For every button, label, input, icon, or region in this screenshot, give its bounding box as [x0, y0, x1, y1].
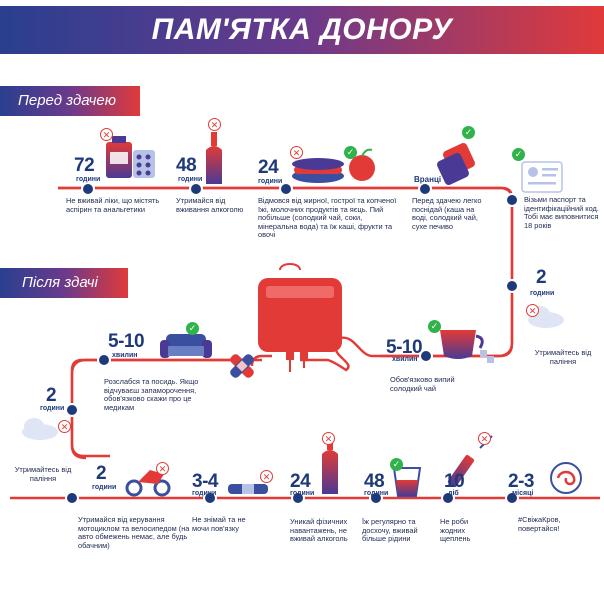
cross-icon: ✕ — [260, 470, 273, 483]
step-number: 48 — [364, 471, 385, 492]
check-icon: ✓ — [462, 126, 475, 139]
check-icon: ✓ — [512, 148, 525, 161]
glass-icon — [392, 467, 422, 497]
line-right-drop — [420, 186, 514, 358]
check-icon: ✓ — [390, 458, 403, 471]
cross-icon: ✕ — [208, 118, 221, 131]
step-text: Уникай фізичних навантажень, не вживай а… — [290, 517, 348, 544]
step-text: Не вживай ліки, що містять аспірин та ан… — [66, 196, 160, 214]
step-text: Обов'язково випий солодкий чай — [390, 375, 455, 393]
dot-after-8 — [369, 491, 383, 505]
step-text: Утримайся від керування мотоциклом та ве… — [78, 515, 190, 550]
blood-bag-icon — [258, 263, 342, 372]
step-unit: години — [40, 405, 65, 412]
step-unit: години — [76, 176, 101, 183]
check-icon: ✓ — [344, 146, 357, 159]
check-icon: ✓ — [186, 322, 199, 335]
bottle-icon — [206, 132, 222, 184]
step-unit: години — [290, 490, 315, 497]
line-mid — [70, 358, 262, 460]
step-text: #СвіжаКров, повертайся! — [518, 515, 561, 533]
step-number: 24 — [258, 157, 279, 178]
dot-before-2 — [189, 182, 203, 196]
step-number: 3-4 — [192, 471, 218, 492]
section-before-label: Перед здачею — [18, 92, 117, 109]
step-number: 2-3 — [508, 471, 534, 492]
dot-after-7 — [291, 491, 305, 505]
step-unit: місяці — [512, 490, 534, 497]
cross-icon: ✕ — [290, 146, 303, 159]
cross-icon: ✕ — [526, 304, 539, 317]
dot-after-3 — [97, 353, 111, 367]
step-number: 72 — [74, 155, 95, 176]
step-number: 24 — [290, 471, 311, 492]
section-after-label: Після здачі — [22, 274, 98, 291]
cross-icon: ✕ — [100, 128, 113, 141]
id-card-icon — [521, 161, 563, 193]
step-text: Утримайся від вживання алкоголю — [176, 196, 244, 214]
teacup-icon — [440, 330, 494, 363]
step-number: 10 — [444, 471, 465, 492]
line-left-link — [60, 446, 72, 458]
apple-icon — [349, 148, 375, 181]
step-text: Відмовся від жирної, гострої та копченої… — [258, 196, 397, 240]
step-number: 48 — [176, 155, 197, 176]
step-unit: хвилин — [392, 356, 418, 363]
sofa-icon — [160, 334, 212, 358]
step-text: Перед здачею легко поснідай (каша на вод… — [412, 196, 482, 231]
step-text: Утримайтесь від паління — [14, 465, 72, 483]
bandage-icon — [228, 484, 268, 494]
step-text: Візьми паспорт та ідентифікаційний код. … — [524, 195, 599, 230]
cloud-left-icon — [22, 418, 58, 440]
cross-icon: ✕ — [58, 420, 71, 433]
pills-icon — [106, 136, 155, 178]
step-number: 2 — [96, 463, 107, 484]
before-banner — [0, 86, 140, 116]
dot-before-4 — [418, 182, 432, 196]
cookies-icon — [437, 143, 475, 185]
step-number: 2 — [536, 267, 547, 288]
dot-after-1 — [505, 279, 519, 293]
dot-after-9 — [441, 491, 455, 505]
step-unit: години — [178, 176, 203, 183]
cross-icon: ✕ — [322, 432, 335, 445]
step-number: 5-10 — [386, 337, 423, 358]
hotdog-icon — [292, 158, 344, 183]
dot-before-3 — [279, 182, 293, 196]
cross-icon: ✕ — [156, 462, 169, 475]
step-number: Вранці — [414, 175, 442, 184]
step-unit: діб — [448, 490, 459, 497]
check-icon: ✓ — [428, 320, 441, 333]
step-unit: години — [364, 490, 389, 497]
after-banner — [0, 268, 128, 298]
dot-after-10 — [505, 491, 519, 505]
step-text: Розслабся та посидь. Якщо відчуваєш запа… — [104, 377, 199, 412]
step-unit: години — [192, 490, 217, 497]
step-text: Не роби жодних щеплень — [440, 517, 471, 544]
dot-after-5 — [65, 491, 79, 505]
step-unit: години — [530, 290, 555, 297]
dot-before-1 — [81, 182, 95, 196]
page-title: ПАМ'ЯТКА ДОНОРУ — [151, 13, 453, 46]
title-banner — [0, 6, 604, 54]
step-text: Їж регулярно та досхочу, вживай більше р… — [362, 517, 418, 544]
dot-after-6 — [203, 491, 217, 505]
step-text: Не знімай та не мочи пов'язку — [192, 515, 246, 533]
line-heart — [300, 336, 420, 372]
step-unit: години — [258, 178, 283, 185]
step-unit: хвилин — [112, 352, 138, 359]
repeat-icon — [550, 462, 582, 494]
cross-icon: ✕ — [478, 432, 491, 445]
step-number: 5-10 — [108, 331, 145, 352]
dot-after-2 — [419, 349, 433, 363]
step-text: Утримайтесь від паління — [534, 348, 592, 366]
step-number: 2 — [46, 385, 57, 406]
plaster-icon — [230, 354, 254, 378]
step-unit: години — [92, 484, 117, 491]
dot-after-4 — [65, 403, 79, 417]
dot-before-5 — [505, 193, 519, 207]
